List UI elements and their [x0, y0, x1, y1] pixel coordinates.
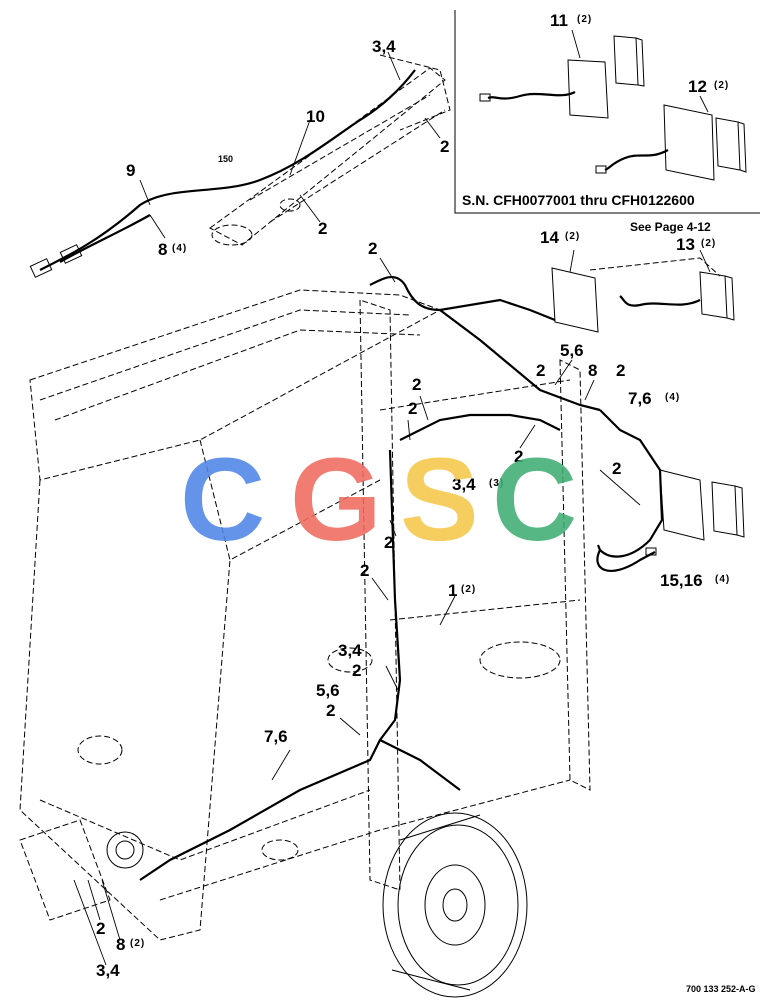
- callout-8-top: 8: [158, 240, 167, 259]
- callout-13-qty: (2): [701, 238, 716, 249]
- tire-illustration: [382, 812, 528, 998]
- callout-2-lower: 2: [326, 701, 335, 720]
- callout-76-right: 7,6: [628, 389, 652, 408]
- callout-2-post-a: 2: [384, 533, 393, 552]
- callout-150: 150: [218, 154, 233, 164]
- callout-1: 1: [448, 581, 457, 600]
- callout-8-bottom: 8: [116, 935, 125, 954]
- callout-8-top-qty: (4): [172, 243, 187, 254]
- callout-2-right-lamp: 2: [612, 459, 621, 478]
- lamp-12-illustration: [595, 95, 747, 181]
- callout-2-mid-b: 2: [616, 361, 625, 380]
- leader-lines: [73, 249, 711, 966]
- callout-2-frame-b: 2: [408, 399, 417, 418]
- callout-2-upper: 2: [368, 239, 377, 258]
- callout-56-low: 5,6: [316, 681, 340, 700]
- callout-1516: 15,16: [660, 571, 703, 590]
- inset-callout-12: 12: [688, 77, 707, 96]
- callout-9: 9: [126, 161, 135, 180]
- main-harness-wire: [139, 275, 664, 881]
- callout-76-low: 7,6: [264, 727, 288, 746]
- inset-box: 11 (2) 12 (2) S.N. CFH0077001 thru CFH01…: [454, 10, 760, 234]
- upper-tail-lamp-illustration: [551, 257, 735, 333]
- callout-2-hitch-right: 2: [440, 137, 449, 156]
- callout-10: 10: [306, 107, 325, 126]
- callout-1516-qty: (4): [715, 574, 730, 585]
- callout-2-low: 2: [352, 661, 361, 680]
- callout-8-mid: 8: [588, 361, 597, 380]
- lamp-11-illustration: [479, 29, 645, 119]
- callout-8-bottom-qty: (2): [130, 938, 145, 949]
- callout-2-bottom: 2: [96, 919, 105, 938]
- baler-body-illustration: [19, 289, 591, 941]
- inset-caption: S.N. CFH0077001 thru CFH0122600: [462, 192, 695, 208]
- inset-callout-11-qty: (2): [577, 14, 592, 25]
- callout-76-right-qty: (4): [665, 392, 680, 403]
- callout-34-mid-qty: (3): [489, 478, 504, 489]
- inset-callout-12-qty: (2): [714, 80, 729, 91]
- watermark-letter: C: [180, 434, 265, 566]
- callout-34-low: 3,4: [338, 641, 362, 660]
- callout-13: 13: [676, 235, 695, 254]
- hitch-tongue-illustration: [29, 51, 451, 278]
- callout-2-frame-c: 2: [514, 447, 523, 466]
- callout-14-qty: (2): [565, 231, 580, 242]
- callout-34-bottom: 3,4: [96, 961, 120, 980]
- callout-2-hitch-bottom: 2: [318, 219, 327, 238]
- callout-2-post-b: 2: [360, 561, 369, 580]
- watermark-letter: C: [492, 434, 577, 566]
- callout-34-mid: 3,4: [452, 475, 476, 494]
- callout-1-qty: (2): [461, 584, 476, 595]
- watermark-letter: G: [290, 434, 382, 566]
- drawing-number: 700 133 252-A-G: [686, 984, 756, 994]
- inset-callout-11: 11: [550, 11, 568, 30]
- inset-border: [454, 10, 760, 214]
- callout-56-upper: 5,6: [560, 341, 584, 360]
- callout-34-top: 3,4: [372, 37, 396, 56]
- callout-14: 14: [540, 228, 559, 247]
- see-page-reference: See Page 4-12: [630, 220, 711, 234]
- watermark-letter: S: [400, 434, 479, 566]
- cgsc-watermark: C G S C: [180, 434, 577, 566]
- callout-2-frame-a: 2: [412, 375, 421, 394]
- right-tail-lamp-illustration: [596, 469, 745, 572]
- callout-2-mid-a: 2: [536, 361, 545, 380]
